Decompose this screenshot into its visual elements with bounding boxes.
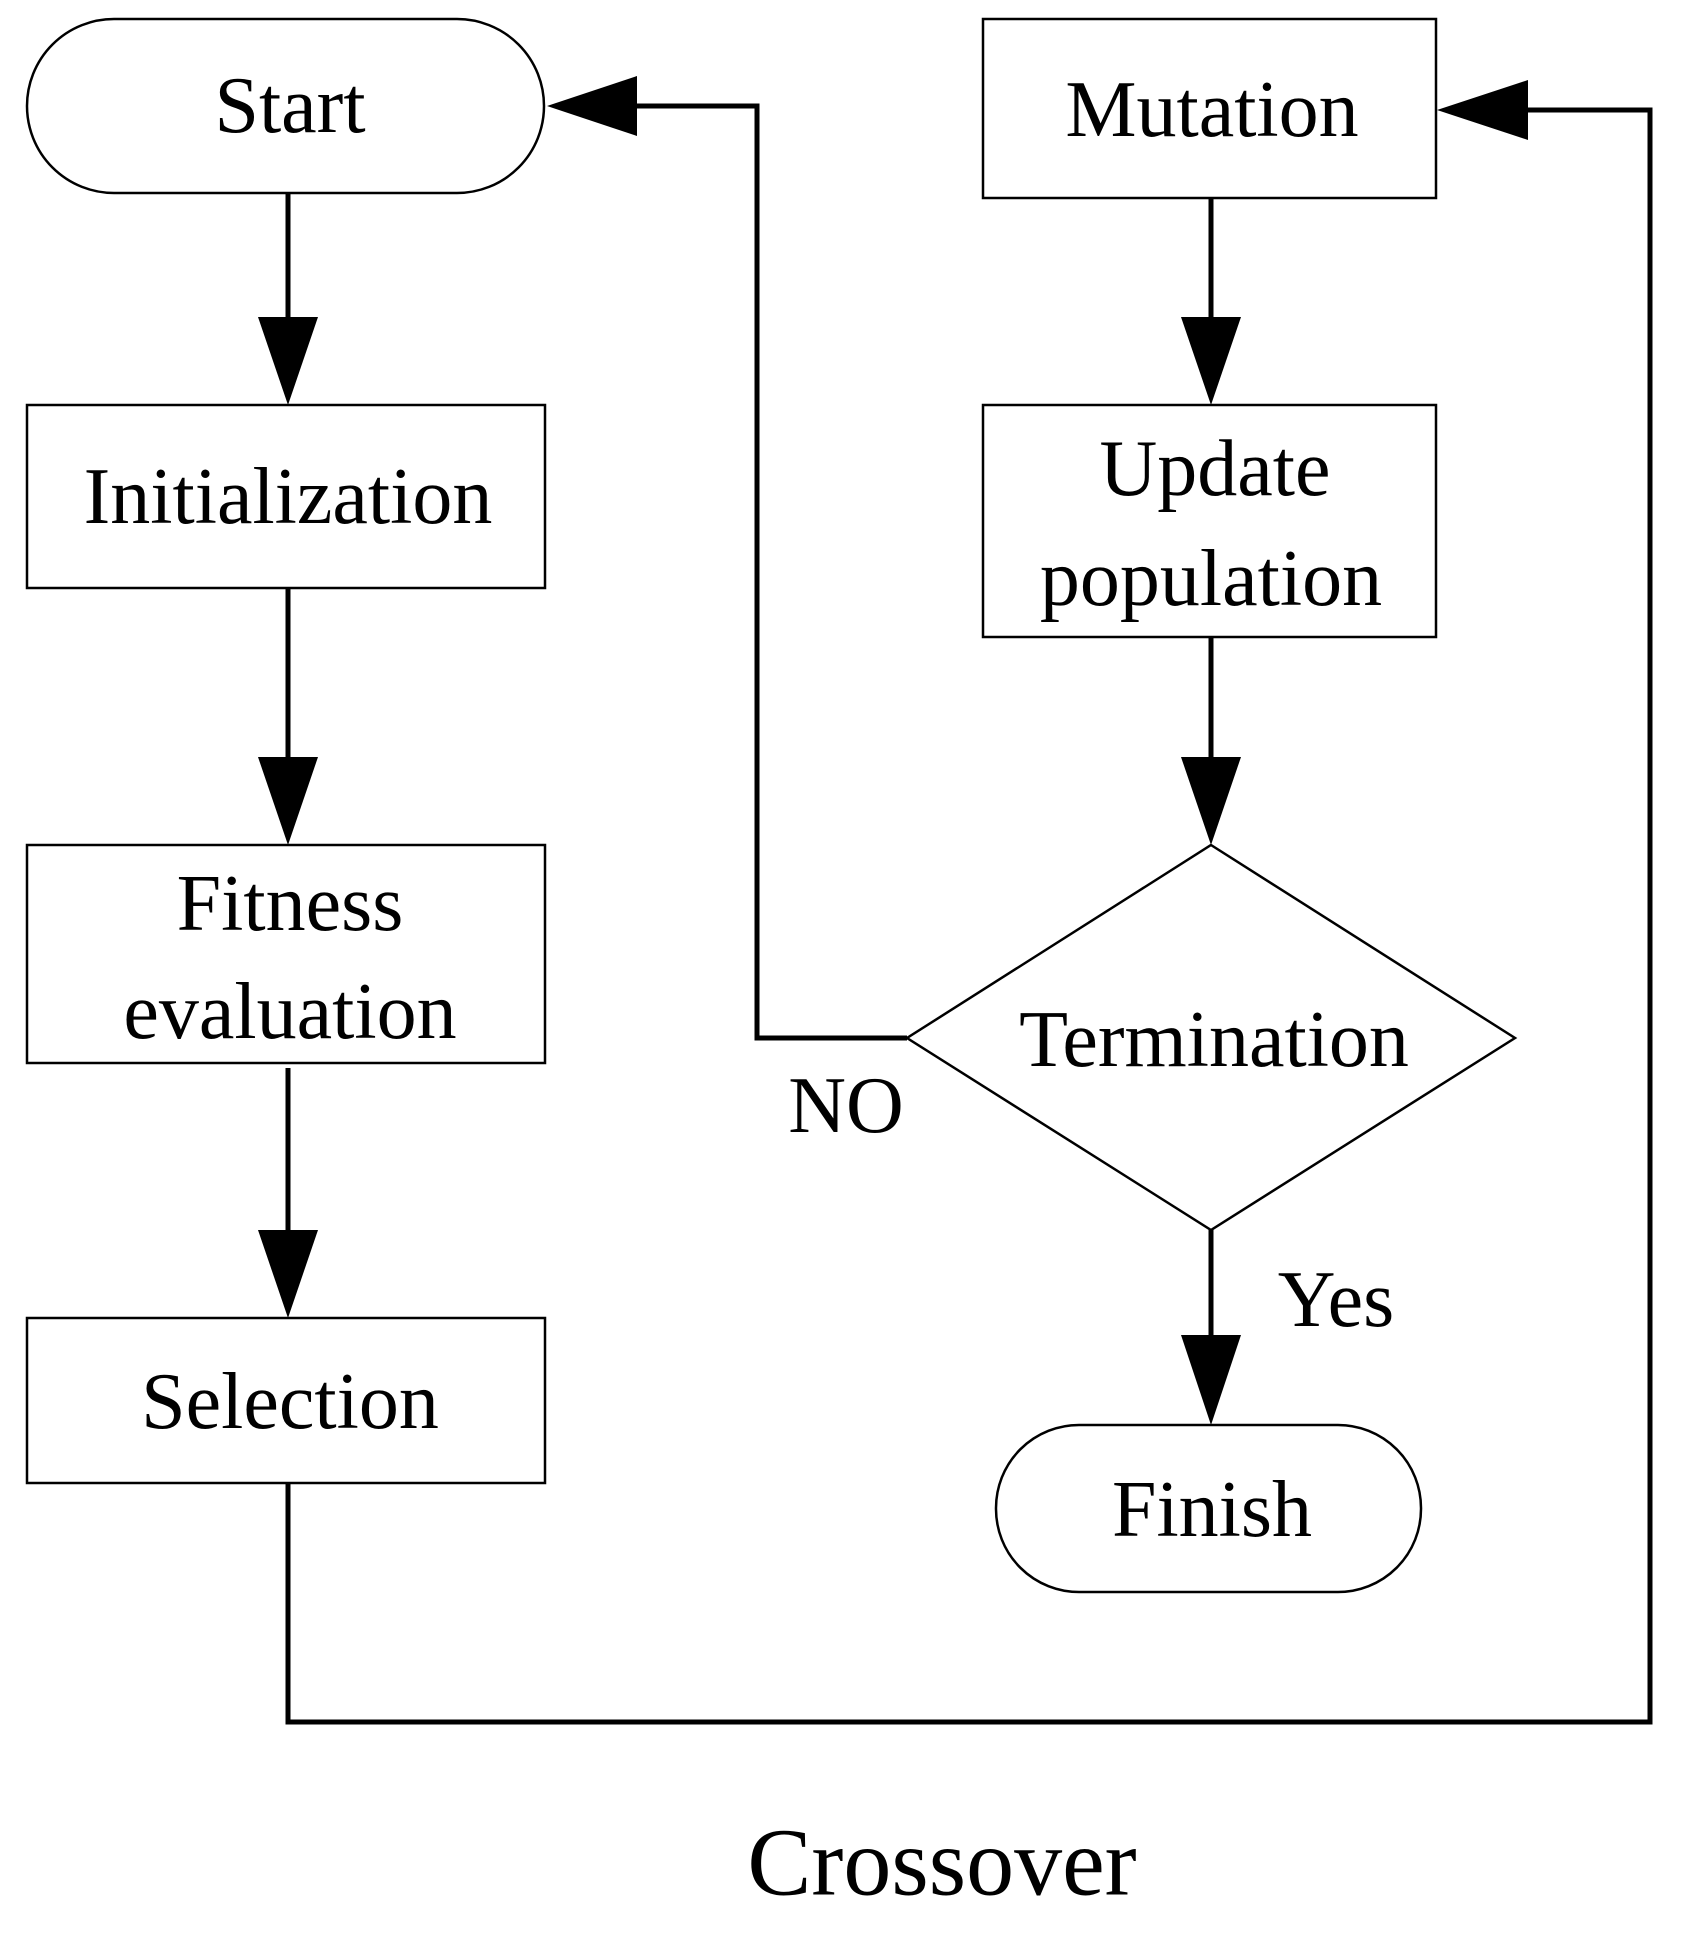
connector-termination-no-to-start xyxy=(637,103,907,1041)
update-label-line1: Update xyxy=(1099,425,1330,513)
initialization-process-box xyxy=(25,403,547,590)
no-branch-label: NO xyxy=(788,1062,904,1150)
finish-label: Finish xyxy=(1112,1466,1312,1554)
arrowhead-into-update xyxy=(1181,317,1241,405)
arrowhead-into-finish xyxy=(1181,1335,1241,1425)
node-initialization: Initialization xyxy=(25,403,547,590)
start-terminator-shape xyxy=(25,17,546,195)
termination-decision-diamond xyxy=(904,843,1518,1232)
arrowhead-into-selection xyxy=(258,1230,318,1318)
connectors xyxy=(285,103,1653,1725)
arrowheads xyxy=(258,76,1528,1425)
node-update-population: Update population xyxy=(981,403,1438,639)
update-population-process-box xyxy=(981,403,1438,639)
update-label-line2: population xyxy=(1040,535,1382,623)
yes-branch-label: Yes xyxy=(1278,1256,1394,1344)
node-selection: Selection xyxy=(25,1316,547,1485)
selection-process-box xyxy=(25,1316,547,1485)
mutation-process-box xyxy=(981,17,1438,200)
fitness-evaluation-process-box xyxy=(25,843,547,1065)
arrowhead-into-termination xyxy=(1181,757,1241,845)
arrowhead-into-mutation xyxy=(1437,80,1528,140)
connector-selection-to-mutation xyxy=(285,107,1653,1725)
fitness-label-line1: Fitness xyxy=(177,860,404,948)
arrowhead-into-start xyxy=(547,76,637,136)
finish-terminator-shape xyxy=(994,1423,1423,1594)
node-finish: Finish xyxy=(994,1423,1423,1594)
arrowhead-into-initialization xyxy=(258,317,318,405)
start-label: Start xyxy=(214,62,365,150)
crossover-caption: Crossover xyxy=(747,1809,1136,1916)
arrowhead-into-fitness xyxy=(258,757,318,845)
node-fitness-evaluation: Fitness evaluation xyxy=(25,843,547,1065)
selection-label: Selection xyxy=(141,1358,439,1446)
initialization-label: Initialization xyxy=(84,453,493,541)
termination-label: Termination xyxy=(1019,996,1409,1084)
mutation-label: Mutation xyxy=(1065,66,1358,154)
node-start: Start xyxy=(25,17,546,195)
node-mutation: Mutation xyxy=(981,17,1438,200)
node-termination: Termination xyxy=(904,843,1518,1232)
fitness-label-line2: evaluation xyxy=(123,968,456,1056)
